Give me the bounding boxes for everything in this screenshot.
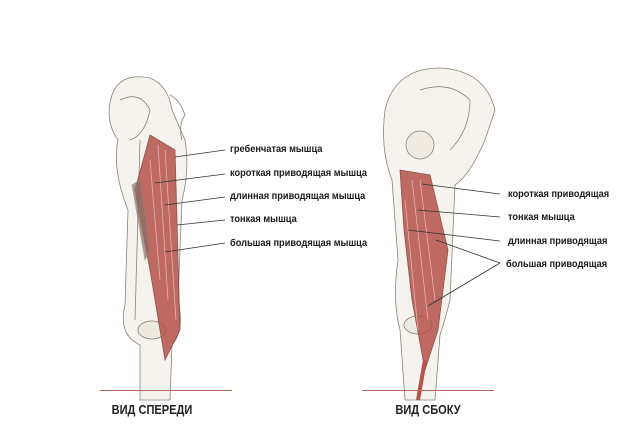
side-divider bbox=[362, 390, 494, 391]
label-adductor-longus: длинная приводящая мышца bbox=[230, 190, 366, 202]
label-gracilis: тонкая мышца bbox=[230, 213, 297, 225]
side-view-caption: ВИД СБОКУ bbox=[395, 402, 461, 417]
side-label-adductor-longus: длинная приводящая bbox=[508, 235, 608, 247]
side-label-adductor-magnus: большая приводящая bbox=[506, 258, 608, 270]
front-divider bbox=[100, 390, 232, 391]
side-label-gracilis: тонкая мышца bbox=[508, 211, 575, 223]
label-adductor-magnus: большая приводящая мышца bbox=[230, 237, 368, 249]
leader-lines bbox=[154, 149, 501, 307]
label-adductor-brevis: короткая приводящая мышца bbox=[230, 167, 368, 179]
label-pectineus: гребенчатая мышца bbox=[230, 143, 323, 155]
front-view-caption: ВИД СПЕРЕДИ bbox=[111, 402, 193, 417]
side-label-adductor-brevis: короткая приводящая bbox=[508, 188, 610, 200]
front-leg-illustration bbox=[108, 76, 188, 401]
